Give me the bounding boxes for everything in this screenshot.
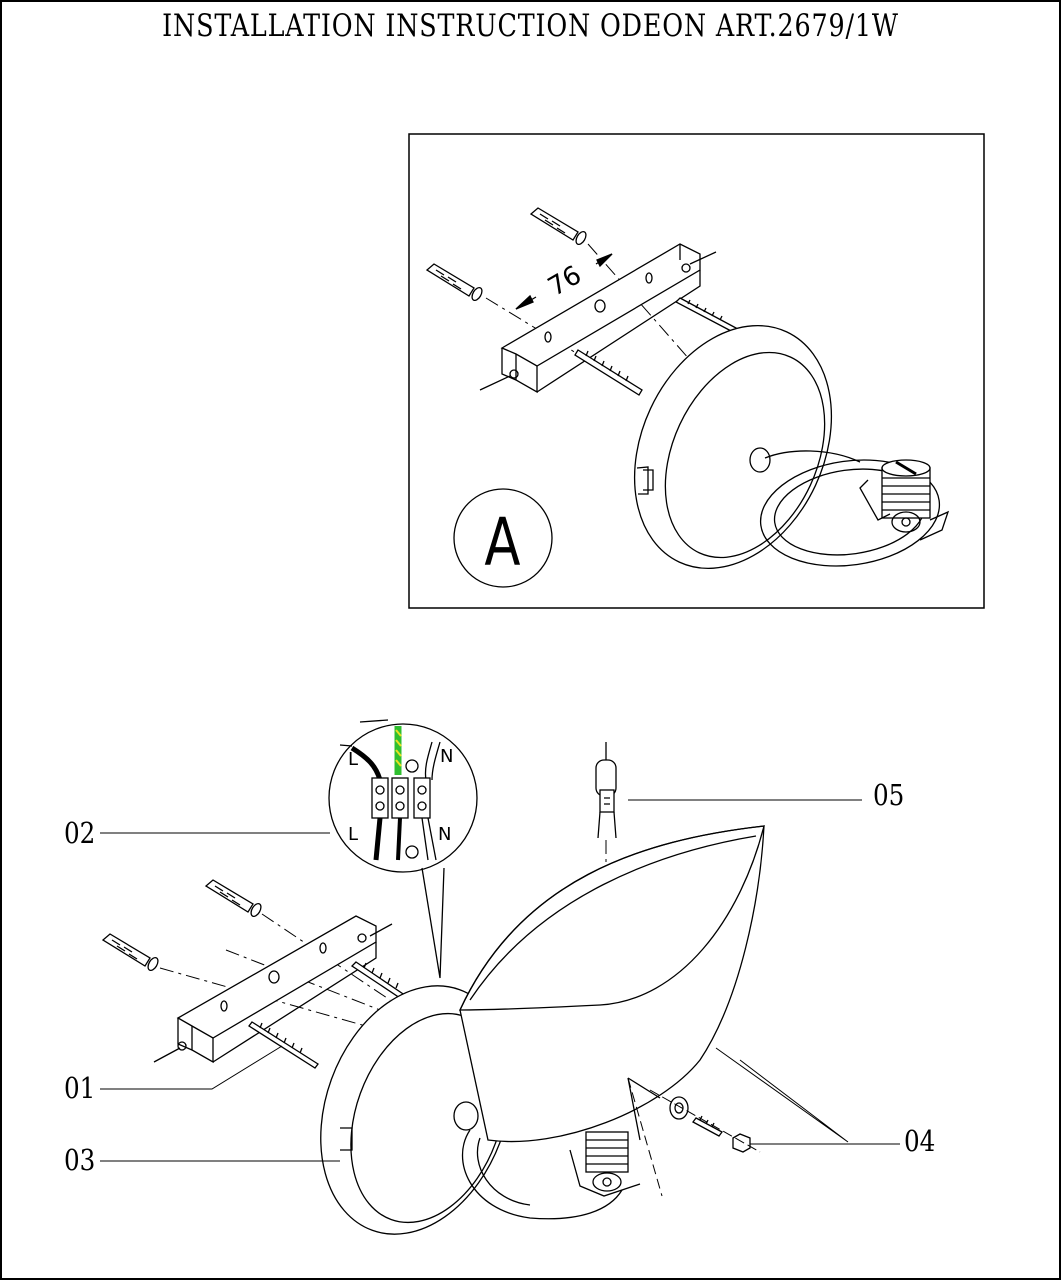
detail-a-letter: A: [484, 505, 520, 581]
wood-screw-upper: [674, 297, 737, 333]
part-label-05: 05: [873, 778, 905, 812]
lamp-shade: [458, 825, 765, 1143]
terminal-block-magnifier: L N L N: [328, 719, 478, 873]
wall-plate-a: [633, 324, 833, 570]
page-title: INSTALLATION INSTRUCTION ODEON ART.2679/…: [162, 8, 899, 44]
arm-ring-main: [453, 1101, 623, 1220]
leader-lines: [100, 799, 900, 1162]
part-label-01: 01: [64, 1071, 96, 1105]
lamp-socket-main: [569, 1131, 641, 1197]
shade-fixing-set: [649, 1089, 761, 1153]
mounting-bracket-a: [479, 243, 717, 394]
part-label-03: 03: [64, 1143, 96, 1177]
part-label-04: 04: [904, 1124, 936, 1158]
detail-a-panel: 76: [408, 133, 985, 609]
wall-plug-main-lower: [101, 933, 159, 972]
part-label-02: 02: [64, 816, 96, 850]
lamp-socket-a: [859, 459, 950, 541]
terminal-neutral-top: N: [440, 746, 453, 767]
detail-a-badge: A: [453, 488, 553, 588]
mounting-bracket-main: [153, 915, 393, 1064]
wood-screw-main-lower: [248, 1021, 319, 1069]
terminal-live-top: L: [348, 749, 358, 770]
dimension-value: 76: [543, 260, 587, 303]
wood-screw-lower: [574, 349, 643, 396]
halogen-bulb: [595, 742, 617, 839]
terminal-live-bottom: L: [348, 824, 358, 845]
wall-plug-main-upper: [204, 879, 262, 918]
terminal-neutral-bottom: N: [438, 824, 451, 845]
wall-plug-upper: [529, 207, 587, 246]
detail-a-frame: [408, 133, 985, 609]
wall-plug-lower: [425, 263, 483, 302]
